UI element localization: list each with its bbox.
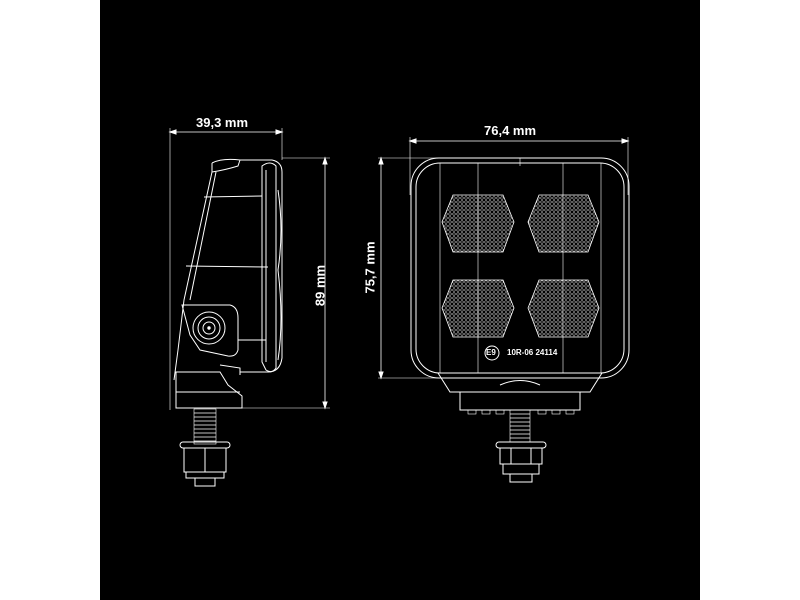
side-view [168, 128, 330, 487]
side-height-label: 89 mm [312, 264, 328, 307]
drawing-canvas: 39,3 mm 89 mm 76,4 mm 75,7 mm E9 10R-06 … [100, 0, 700, 600]
front-view [378, 137, 630, 483]
approval-mark: E9 [486, 348, 496, 357]
front-width-label: 76,4 mm [484, 123, 537, 138]
led-array [441, 194, 600, 338]
front-height-label: 75,7 mm [362, 241, 378, 294]
drawing-lines [168, 128, 630, 487]
side-width-label: 39,3 mm [196, 115, 249, 130]
approval-code: 10R-06 24114 [507, 348, 558, 357]
